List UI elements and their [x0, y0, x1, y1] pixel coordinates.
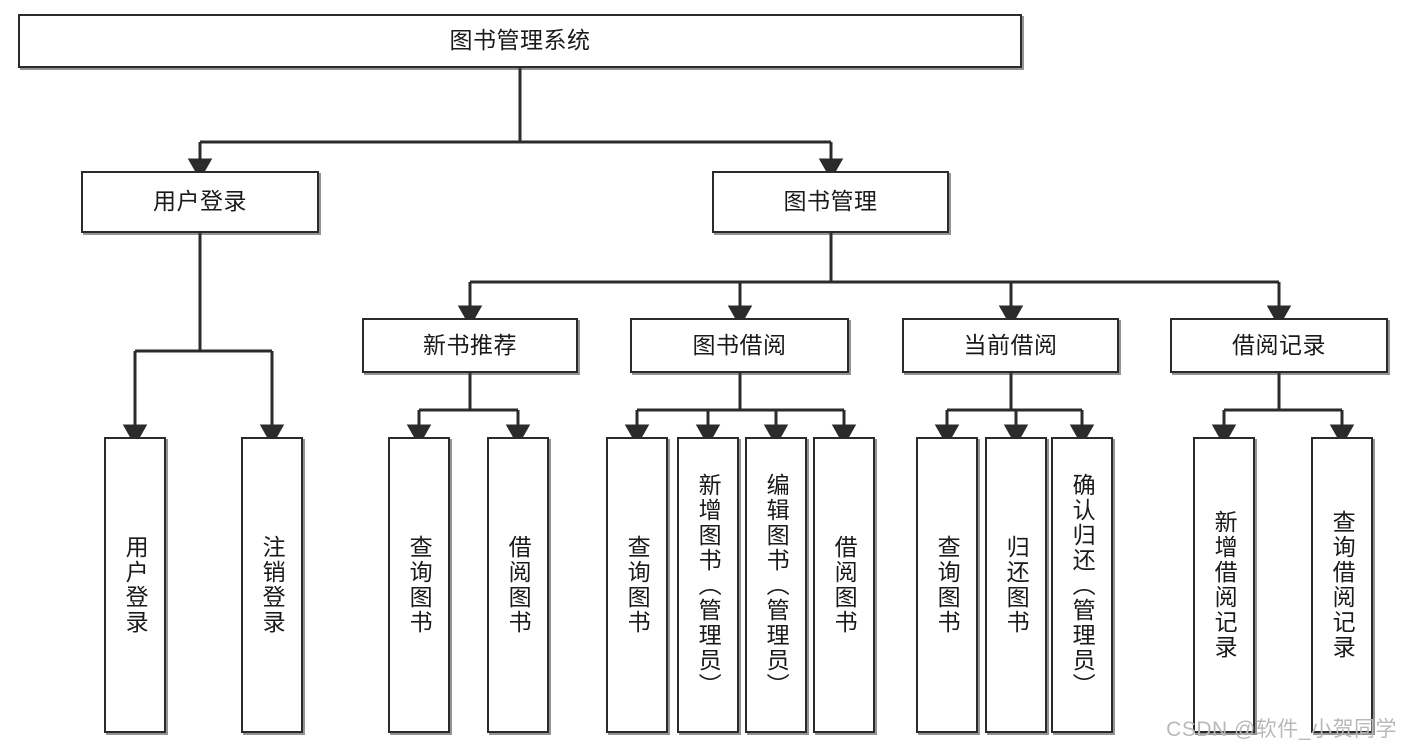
node-root[interactable]: 图书管理系统: [18, 14, 1022, 68]
node-label: 新增图书（管理员）: [695, 472, 722, 698]
node-label: 查询图书: [934, 535, 961, 635]
node-label: 借阅图书: [831, 535, 858, 635]
node-label: 图书管理系统: [449, 27, 591, 54]
node-label: 用户登录: [122, 535, 149, 635]
node-label: 查询图书: [406, 535, 433, 635]
node-newbook[interactable]: 新书推荐: [362, 318, 578, 373]
node-label: 用户登录: [153, 188, 247, 215]
node-current[interactable]: 当前借阅: [902, 318, 1119, 373]
node-leaf_login_2[interactable]: 注销登录: [241, 437, 303, 733]
node-leaf_rec_2[interactable]: 查询借阅记录: [1311, 437, 1373, 733]
node-label: 借阅记录: [1232, 331, 1326, 358]
node-label: 注销登录: [259, 535, 286, 635]
node-leaf_new_1[interactable]: 查询图书: [388, 437, 450, 733]
node-leaf_rec_1[interactable]: 新增借阅记录: [1193, 437, 1255, 733]
node-leaf_new_2[interactable]: 借阅图书: [487, 437, 549, 733]
node-leaf_bor_2[interactable]: 新增图书（管理员）: [677, 437, 739, 733]
node-leaf_bor_4[interactable]: 借阅图书: [813, 437, 875, 733]
node-leaf_login_1[interactable]: 用户登录: [104, 437, 166, 733]
node-label: 查询借阅记录: [1329, 510, 1356, 660]
node-label: 图书管理: [783, 188, 878, 215]
node-leaf_cur_2[interactable]: 归还图书: [985, 437, 1047, 733]
node-leaf_bor_1[interactable]: 查询图书: [606, 437, 668, 733]
node-records[interactable]: 借阅记录: [1170, 318, 1388, 373]
node-label: 借阅图书: [505, 535, 532, 635]
node-leaf_cur_3[interactable]: 确认归还（管理员）: [1051, 437, 1113, 733]
node-leaf_cur_1[interactable]: 查询图书: [916, 437, 978, 733]
node-label: 查询图书: [624, 535, 651, 635]
node-label: 当前借阅: [963, 331, 1058, 358]
node-label: 编辑图书（管理员）: [763, 472, 790, 698]
node-bookmgmt[interactable]: 图书管理: [712, 171, 949, 233]
node-label: 图书借阅: [692, 331, 787, 358]
node-login[interactable]: 用户登录: [81, 171, 319, 233]
node-label: 新增借阅记录: [1211, 510, 1238, 660]
node-leaf_bor_3[interactable]: 编辑图书（管理员）: [745, 437, 807, 733]
node-label: 归还图书: [1003, 535, 1030, 635]
node-label: 确认归还（管理员）: [1069, 472, 1096, 698]
node-borrow[interactable]: 图书借阅: [630, 318, 849, 373]
node-label: 新书推荐: [423, 331, 517, 358]
